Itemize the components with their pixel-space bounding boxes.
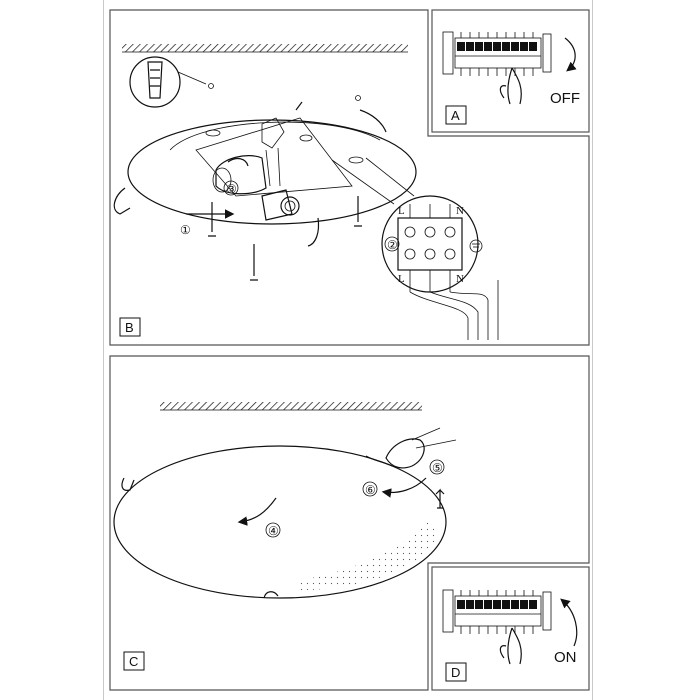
supply-wires [409, 280, 499, 340]
panel-a-label: A [451, 108, 460, 123]
step-rotate-label: ④ [268, 524, 279, 538]
hand-icon [385, 427, 457, 469]
breaker-panel-icon [442, 31, 552, 77]
terminal-n-bottom: N [456, 273, 464, 285]
terminal-n-top: N [456, 205, 464, 217]
wall-plug-icon [129, 56, 207, 108]
rotate-arrow-icon [237, 497, 277, 526]
panel-d: ON D [431, 566, 590, 691]
panel-c: ④ ⑥ ⑤ C [109, 355, 590, 691]
ceiling-hatch [160, 402, 422, 410]
panel-c-label: C [129, 654, 138, 669]
step-mount-label: ① [180, 223, 191, 237]
panel-d-label: D [451, 665, 460, 680]
ceiling-base-plate [113, 101, 417, 247]
terminal-l-top: L [398, 205, 405, 217]
step-bulb-label: ③ [226, 182, 237, 196]
panel-b: ③ ① L N L N ② [109, 9, 590, 346]
ground-symbol-icon [469, 239, 483, 253]
hand-icon [499, 627, 522, 665]
breaker-panel-icon [442, 589, 552, 635]
glass-shade [113, 445, 447, 599]
step-wiring-label: ② [387, 238, 398, 252]
off-text: OFF [550, 90, 580, 107]
rotate-arrow-icon [227, 157, 249, 167]
rotate-arrow-icon [381, 477, 427, 498]
ceiling-hatch [122, 44, 408, 52]
page-frame [103, 0, 593, 700]
hand-icon [499, 67, 522, 105]
rotate-arrow-icon [560, 598, 578, 647]
up-arrow-icon [435, 488, 445, 509]
bulb-socket-icon [212, 117, 300, 221]
on-text: ON [554, 649, 577, 666]
step-turn-label: ⑥ [365, 483, 376, 497]
screw-icon [208, 196, 362, 281]
panel-a: OFF A [431, 9, 590, 133]
terminal-block-icon [331, 157, 479, 293]
panel-b-label: B [125, 320, 134, 335]
step-lift-label: ⑤ [432, 461, 443, 475]
rotate-arrow-icon [564, 37, 577, 72]
terminal-l-bottom: L [398, 273, 405, 285]
